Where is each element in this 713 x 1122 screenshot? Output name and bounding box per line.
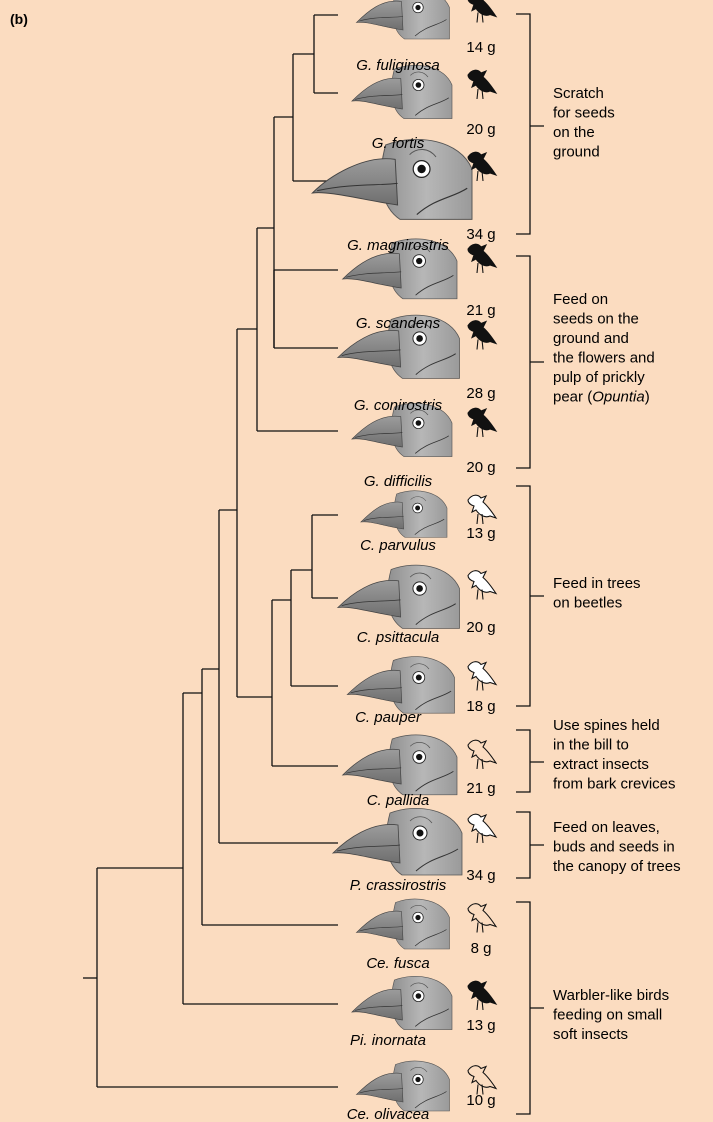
diet-text-line: Scratch	[553, 85, 604, 102]
body-mass-label: 13 g	[466, 1017, 495, 1034]
diet-bracket	[516, 256, 544, 468]
diet-text-line: pear (Opuntia)	[553, 389, 650, 406]
diet-text-line: in the bill to	[553, 737, 629, 754]
body-mass-label: 20 g	[466, 619, 495, 636]
diet-text-line: extract insects	[553, 756, 649, 773]
species-name: C. pallida	[367, 792, 430, 809]
diet-text-line: ground	[553, 144, 600, 161]
finch-head-c-parvulus	[361, 491, 447, 538]
diet-text-line: pulp of prickly	[553, 369, 645, 386]
species-name: G. fuliginosa	[356, 57, 439, 74]
diet-text-line: from bark crevices	[553, 776, 676, 793]
light-bird-icon	[468, 571, 496, 600]
dark-bird-icon	[468, 981, 496, 1010]
light-bird-icon	[468, 495, 496, 524]
species-name: C. psittacula	[357, 629, 440, 646]
panel-label: (b)	[10, 11, 28, 27]
body-mass-label: 13 g	[466, 525, 495, 542]
species-name: C. pauper	[355, 709, 422, 726]
light-bird-icon	[468, 662, 496, 691]
finch-head-c-pauper	[347, 657, 454, 714]
species-name: G. fortis	[372, 135, 425, 152]
diet-text-line: Warbler-like birds	[553, 987, 669, 1004]
diet-text-line: Feed on	[553, 291, 608, 308]
body-mass-label: 8 g	[471, 940, 492, 957]
finch-head-ce-fusca	[357, 899, 450, 949]
diet-text-line: ground and	[553, 330, 629, 347]
diet-text-line: the canopy of trees	[553, 858, 681, 875]
diet-text-line: Feed in trees	[553, 575, 641, 592]
outline-bird-icon	[468, 904, 496, 933]
body-mass-label: 10 g	[466, 1092, 495, 1109]
species-name: Ce. olivacea	[347, 1106, 430, 1122]
diet-text-line: Feed on leaves,	[553, 819, 660, 836]
species-name: G. magnirostris	[347, 237, 449, 254]
diet-text-line: buds and seeds in	[553, 839, 675, 856]
body-mass-label: 21 g	[466, 302, 495, 319]
phylogenetic-tree	[83, 15, 338, 1087]
species-name: P. crassirostris	[350, 877, 447, 894]
dark-bird-icon	[468, 321, 496, 350]
finch-head-ce-olivacea	[357, 1061, 450, 1111]
species-name: Pi. inornata	[350, 1032, 426, 1049]
species-name: C. parvulus	[360, 537, 436, 554]
body-mass-label: 21 g	[466, 780, 495, 797]
dark-bird-icon	[468, 244, 496, 273]
light-bird-icon	[468, 814, 496, 843]
diet-text-line: seeds on the	[553, 311, 639, 328]
diet-bracket	[516, 812, 544, 878]
diet-bracket	[516, 486, 544, 706]
body-mass-label: 20 g	[466, 459, 495, 476]
finch-head-p-crassirostris	[333, 808, 462, 875]
diet-text-line: for seeds	[553, 105, 615, 122]
outline-bird-icon	[468, 740, 496, 769]
diet-text-line: Use spines held	[553, 717, 660, 734]
species-name: G. conirostris	[354, 397, 443, 414]
body-mass-label: 20 g	[466, 121, 495, 138]
body-mass-label: 28 g	[466, 385, 495, 402]
diet-text-line: soft insects	[553, 1026, 628, 1043]
diet-bracket	[516, 902, 544, 1114]
finch-head-c-psittacula	[338, 565, 460, 628]
dark-bird-icon	[468, 70, 496, 99]
body-mass-label: 34 g	[466, 867, 495, 884]
diet-text-line: feeding on small	[553, 1007, 662, 1024]
dark-bird-icon	[468, 0, 496, 23]
diet-bracket	[516, 14, 544, 234]
diet-text-line: on beetles	[553, 595, 622, 612]
outline-bird-icon	[468, 1066, 496, 1095]
species-name: G. scandens	[356, 315, 441, 332]
species-name: Ce. fusca	[366, 955, 429, 972]
finch-head-pi-inornata	[352, 976, 452, 1029]
body-mass-label: 18 g	[466, 698, 495, 715]
body-mass-label: 34 g	[466, 226, 495, 243]
diet-bracket	[516, 730, 544, 792]
diet-text-line: the flowers and	[553, 350, 655, 367]
dark-bird-icon	[468, 408, 496, 437]
finch-heads	[312, 0, 496, 1111]
finch-head-c-pallida	[343, 735, 457, 795]
finch-head-g-fuliginosa	[357, 0, 450, 39]
body-mass-label: 14 g	[466, 39, 495, 56]
species-name: G. difficilis	[364, 473, 433, 490]
diet-brackets	[516, 14, 544, 1114]
diet-text-line: on the	[553, 124, 595, 141]
